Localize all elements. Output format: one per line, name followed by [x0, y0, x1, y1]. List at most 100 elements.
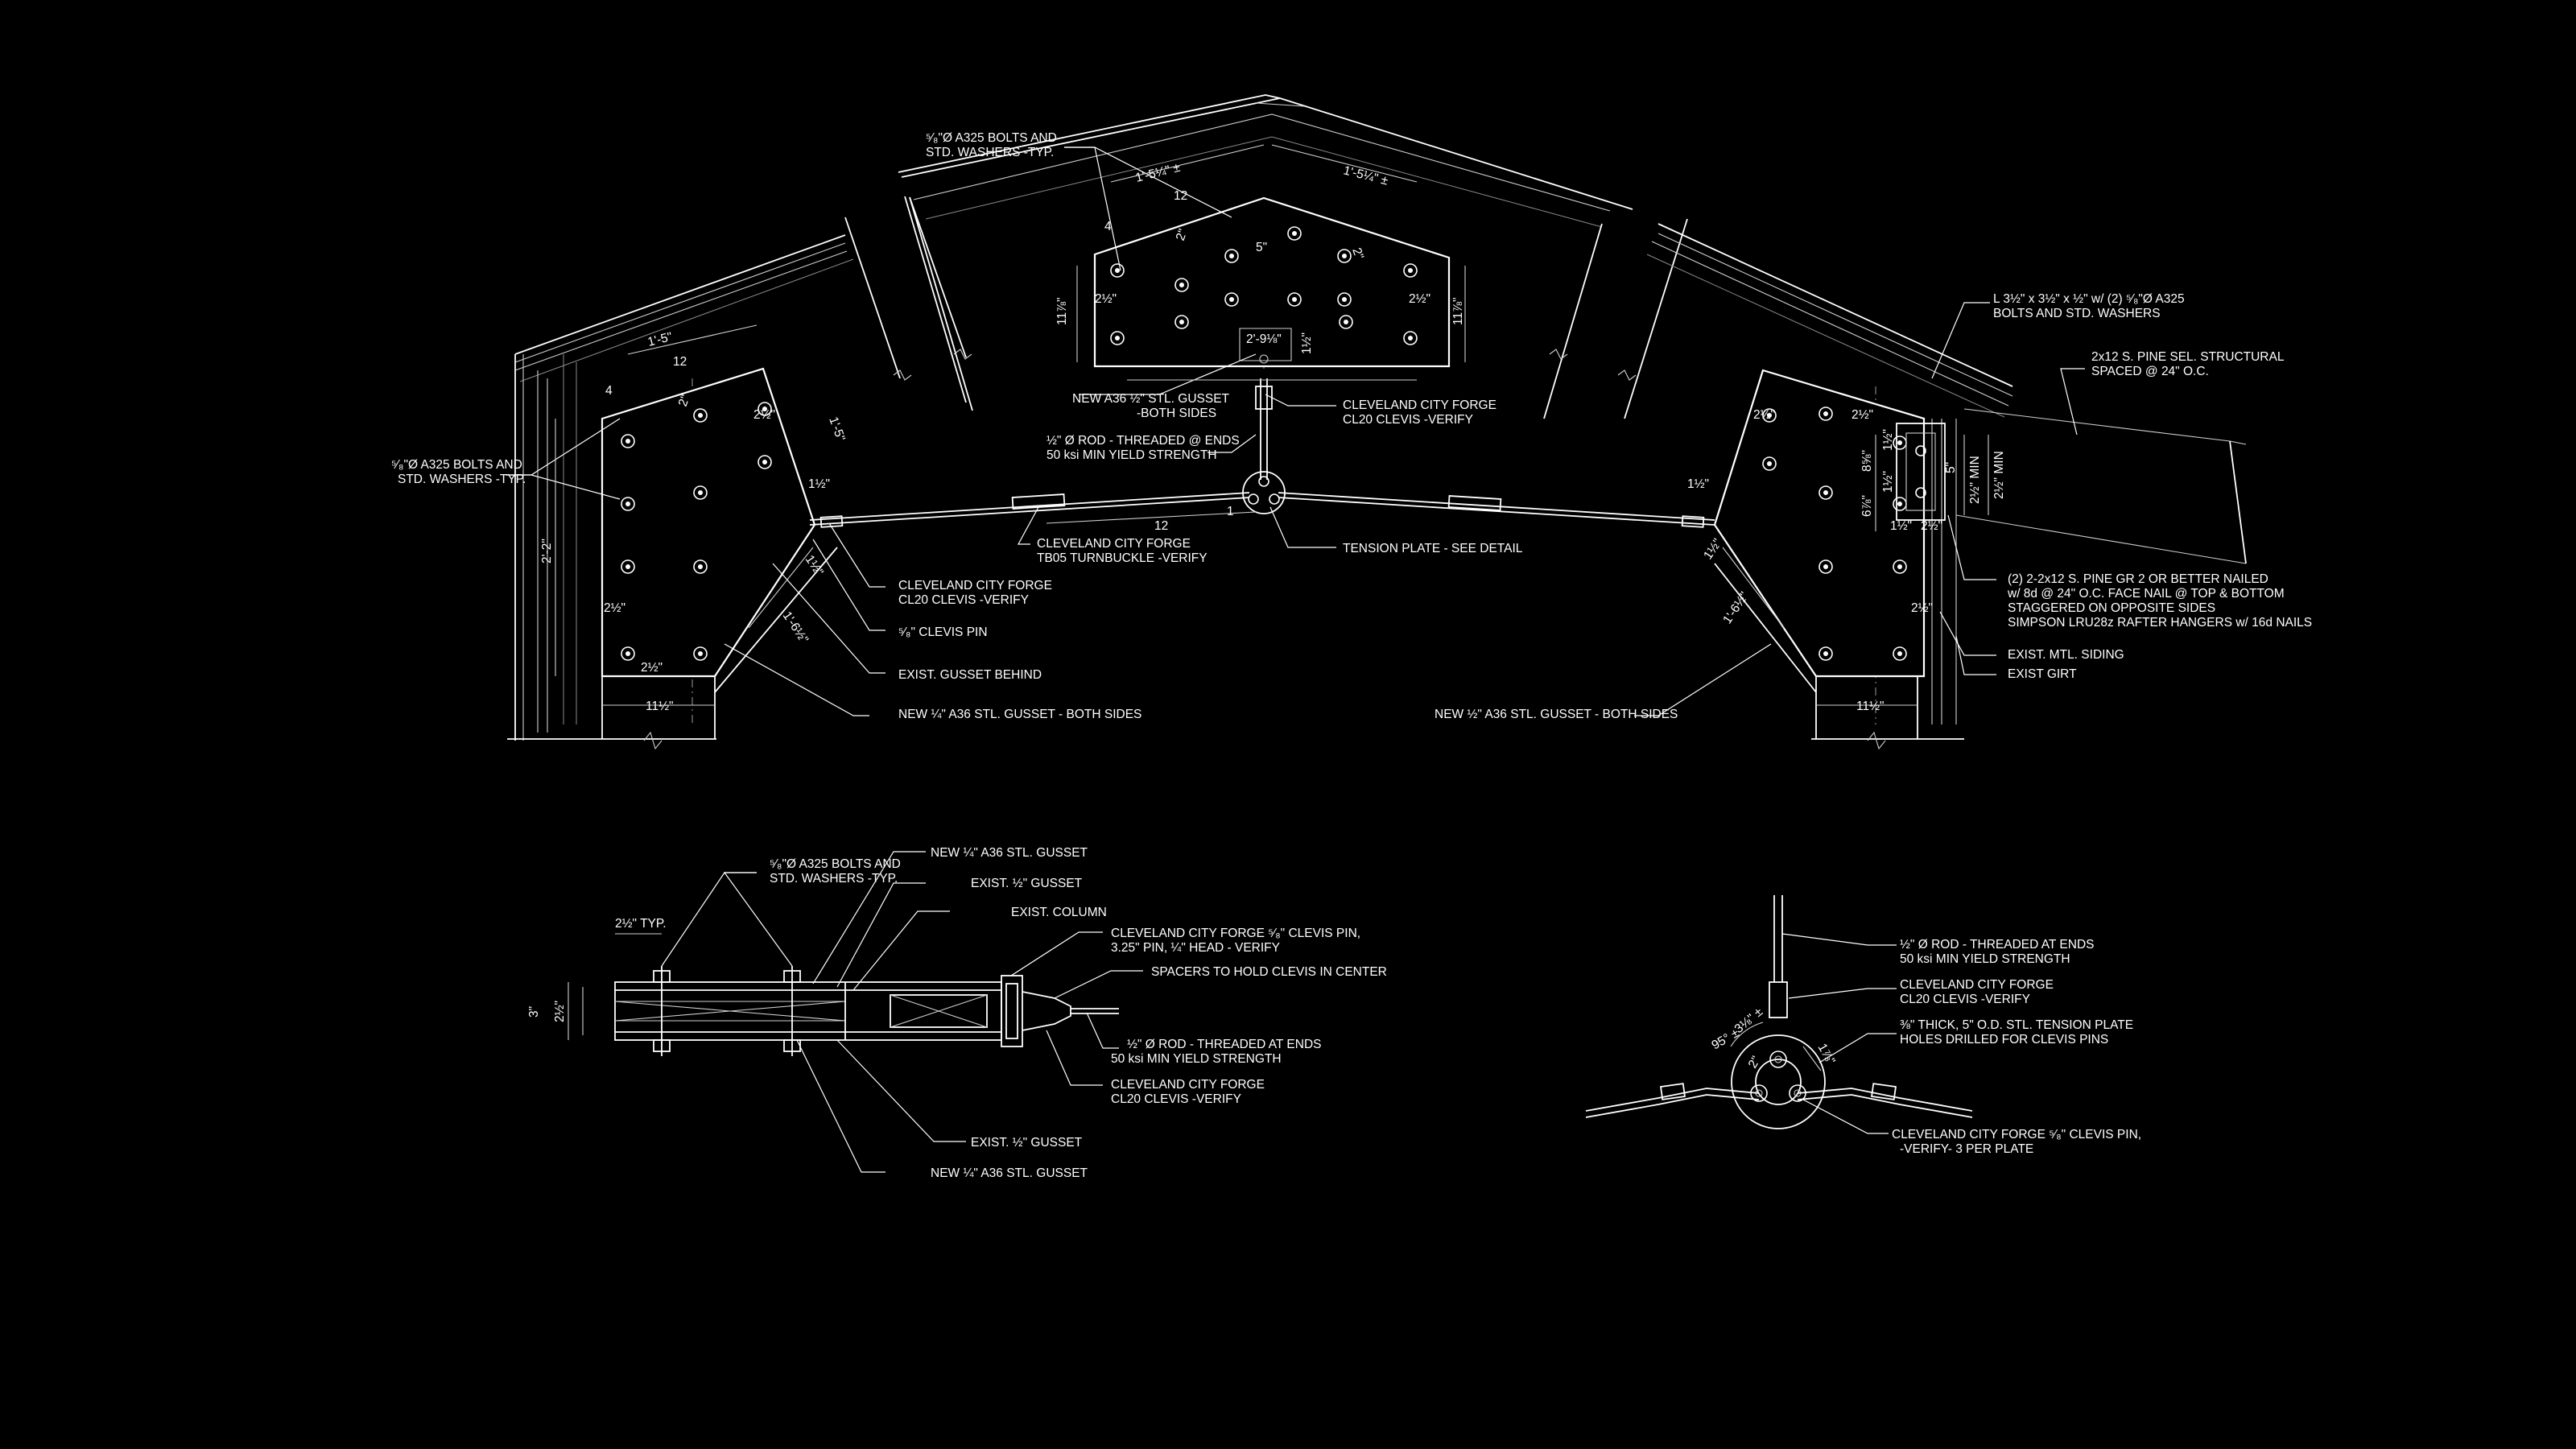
- svg-text:12: 12: [673, 355, 687, 369]
- svg-text:1'-5": 1'-5": [826, 415, 848, 444]
- bolt-26: [1818, 485, 1833, 500]
- svg-text:2": 2": [1349, 246, 1366, 262]
- svg-text:2½" MIN: 2½" MIN: [1968, 456, 1982, 504]
- gusset-plate-right: [1713, 369, 1926, 678]
- note-tension-plate: TENSION PLATE - SEE DETAIL: [1343, 542, 1523, 555]
- svg-text:4: 4: [605, 384, 613, 398]
- section-detail: [568, 851, 1143, 1173]
- svg-text:11½": 11½": [646, 700, 674, 713]
- svg-text:1'-5": 1'-5": [646, 330, 674, 349]
- note-exist-gusset: EXIST. GUSSET BEHIND: [898, 668, 1042, 682]
- svg-text:2½": 2½": [1911, 601, 1933, 615]
- note-new-gusset-left: NEW ¼" A36 STL. GUSSET - BOTH SIDES: [898, 708, 1141, 721]
- svg-text:1: 1: [1227, 505, 1234, 518]
- bolt-14: [621, 497, 635, 511]
- bolt-center-26: [1823, 490, 1828, 495]
- svg-text:2½": 2½": [1921, 519, 1942, 533]
- bolt-24: [1762, 456, 1777, 471]
- bolt-center-4: [1292, 231, 1297, 236]
- bolt-center-17: [698, 413, 703, 418]
- bolt-center-12: [1344, 320, 1348, 324]
- bolt-center-5: [1292, 297, 1297, 302]
- bolt-19: [693, 559, 708, 574]
- bolt-17: [693, 408, 708, 423]
- svg-text:2½" MIN: 2½" MIN: [1992, 451, 2006, 499]
- svg-text:2": 2": [1174, 227, 1191, 242]
- bolt-31: [1893, 559, 1907, 574]
- bolt-22: [758, 455, 772, 469]
- bolt-center-0: [1115, 268, 1120, 273]
- svg-text:1'-6½": 1'-6½": [780, 609, 811, 646]
- bolt-12: [1339, 315, 1353, 329]
- svg-text:1'-6½": 1'-6½": [1720, 589, 1752, 626]
- note-clevis-pin: ⁵⁄₈" CLEVIS PIN: [898, 625, 988, 639]
- note-new-gusset-right: NEW ½" A36 STL. GUSSET - BOTH SIDES: [1435, 708, 1678, 721]
- bolt-27: [1818, 559, 1833, 574]
- bolt-8: [1403, 263, 1418, 278]
- bolt-center-24: [1767, 461, 1772, 466]
- svg-text:CLEVELAND CITY FORGE ⁵⁄₈" CLEV: CLEVELAND CITY FORGE ⁵⁄₈" CLEVIS PIN,3.2…: [1111, 927, 1360, 955]
- bolt-16: [621, 646, 635, 661]
- svg-text:1½": 1½": [1881, 471, 1895, 493]
- bolt-25: [1818, 407, 1833, 421]
- note-gusset-top: NEW A36 ½" STL. GUSSET-BOTH SIDES: [1072, 392, 1230, 420]
- rod-assembly: [809, 354, 1715, 528]
- break-symbols: [643, 349, 1886, 750]
- bolt-center-14: [625, 502, 630, 506]
- bolt-10: [1403, 331, 1418, 345]
- bolt-center-22: [762, 460, 767, 464]
- bolt-center-30: [1897, 502, 1902, 506]
- svg-text:2½": 2½": [604, 601, 625, 615]
- svg-text:8⅝": 8⅝": [1860, 450, 1874, 472]
- svg-text:1½": 1½": [1890, 519, 1912, 533]
- bolt-4: [1287, 226, 1302, 241]
- bolt-center-27: [1823, 564, 1828, 569]
- bolt-center-29: [1897, 440, 1902, 445]
- bolt-2: [1224, 249, 1239, 263]
- svg-text:1½": 1½": [1881, 429, 1895, 451]
- svg-text:SPACERS TO HOLD CLEVIS IN CENT: SPACERS TO HOLD CLEVIS IN CENTER: [1151, 965, 1387, 979]
- gusset-plate-left: [601, 367, 816, 678]
- svg-text:1'-5¼" ±: 1'-5¼" ±: [1134, 161, 1183, 185]
- svg-text:4: 4: [1104, 220, 1112, 233]
- svg-text:2½": 2½": [641, 661, 663, 675]
- svg-text:2½": 2½": [1095, 292, 1117, 306]
- tension-plate-detail: [1585, 895, 1973, 1134]
- bolt-center-3: [1229, 297, 1234, 302]
- bolt-15: [621, 559, 635, 574]
- svg-text:⅜" THICK, 5" O.D. STL. TENSION: ⅜" THICK, 5" O.D. STL. TENSION PLATEHOLE…: [1900, 1018, 2133, 1046]
- bolt-center-1: [1179, 283, 1184, 287]
- bolt-center-8: [1408, 268, 1413, 273]
- svg-text:12: 12: [1154, 519, 1168, 533]
- svg-text:2'-2": 2'-2": [540, 539, 554, 564]
- bolt-7: [1337, 292, 1352, 307]
- bolt-32: [1893, 646, 1907, 661]
- bolt-center-20: [698, 651, 703, 656]
- bolt-pattern: [621, 226, 1907, 661]
- bolt-1: [1174, 278, 1189, 292]
- bolt-6: [1337, 249, 1352, 263]
- svg-text:3": 3": [527, 1006, 541, 1018]
- svg-text:1½": 1½": [808, 477, 830, 491]
- svg-text:11⅞": 11⅞": [1451, 297, 1465, 325]
- bolt-0: [1110, 263, 1125, 278]
- bolt-21: [758, 402, 772, 416]
- bolt-center-2: [1229, 254, 1234, 258]
- bolt-13: [621, 434, 635, 448]
- svg-text:2½": 2½": [1409, 292, 1430, 306]
- svg-text:11⅞": 11⅞": [1055, 297, 1069, 325]
- svg-text:2": 2": [676, 393, 693, 408]
- svg-text:2½" TYP.: 2½" TYP.: [615, 917, 667, 931]
